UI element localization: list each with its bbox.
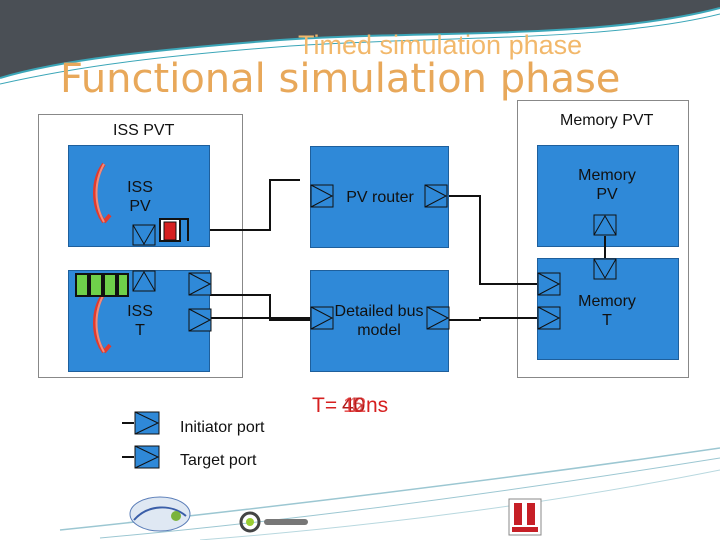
legend-target-label: Target port: [180, 452, 257, 469]
bottom-swoosh-decoration: [59, 447, 720, 540]
iss-pvt-label: ISS PVT: [113, 122, 175, 139]
bus-model-line1: Detailed bus: [334, 303, 424, 320]
bus-model-initiator-port[interactable]: [426, 306, 450, 330]
memory-t-initiator-port[interactable]: [593, 258, 617, 280]
legend-initiator-label: Initiator port: [180, 419, 265, 436]
iss-t-line1: ISS: [127, 303, 153, 320]
title-functional-phase: Functional simulation phase: [60, 56, 621, 102]
title-timed-phase: Timed simulation phase: [298, 30, 583, 60]
time-value-4: 1: [348, 394, 360, 417]
time-value-2: 12: [343, 394, 367, 417]
bus-model-target-port[interactable]: [310, 306, 334, 330]
legend-initiator-icon: [122, 411, 160, 435]
time-value-1: 40: [342, 394, 366, 417]
top-banner-decoration: [0, 0, 720, 85]
iss-t-green-buffers: [75, 273, 129, 297]
iss-t-initiator-port-2[interactable]: [188, 308, 212, 332]
memory-t-line1: Memory: [578, 293, 636, 310]
bus-model-line2: model: [357, 322, 401, 339]
memory-t-target-port-1[interactable]: [537, 272, 561, 296]
iss-t-loop-arrow: [93, 292, 112, 354]
iss-pv-red-buffer: [159, 218, 189, 242]
iss-t-label: ISS T: [120, 302, 160, 340]
bus-model-label: Detailed bus model: [320, 302, 438, 340]
iss-pv-initiator-port[interactable]: [132, 224, 156, 246]
bus-model-block[interactable]: [310, 270, 449, 372]
memory-link-wire: [604, 236, 606, 262]
pv-router-initiator-port[interactable]: [424, 184, 448, 208]
memory-t-label: Memory T: [567, 292, 647, 330]
pv-router-target-port[interactable]: [310, 184, 334, 208]
time-readout: T=: [312, 394, 337, 418]
iss-pv-label: ISS PV: [120, 178, 160, 216]
iss-t-target-port[interactable]: [132, 270, 156, 292]
iss-t-initiator-port-1[interactable]: [188, 272, 212, 296]
memory-pv-label: Memory PV: [567, 166, 647, 204]
time-value-3: 5: [352, 394, 364, 417]
iss-t-line2: T: [135, 322, 145, 339]
right-logo: [508, 498, 542, 536]
time-unit: ns: [366, 394, 389, 417]
memory-pv-line1: Memory: [578, 167, 636, 184]
memory-t-line2: T: [602, 312, 612, 329]
memory-pv-target-port[interactable]: [593, 214, 617, 236]
aerospace-valley-logo: [129, 496, 191, 532]
memory-pvt-label: Memory PVT: [560, 112, 654, 129]
memory-t-target-port-2[interactable]: [537, 306, 561, 330]
pv-router-label: PV router: [346, 189, 414, 206]
iss-pv-line1: ISS: [127, 179, 153, 196]
iss-pv-loop-arrow: [93, 162, 112, 224]
memory-pv-line2: PV: [596, 186, 618, 203]
legend-target-icon: [122, 445, 160, 469]
time-prefix: T=: [312, 394, 338, 417]
iss-pv-line2: PV: [129, 198, 151, 215]
socket-logo: [239, 511, 308, 533]
